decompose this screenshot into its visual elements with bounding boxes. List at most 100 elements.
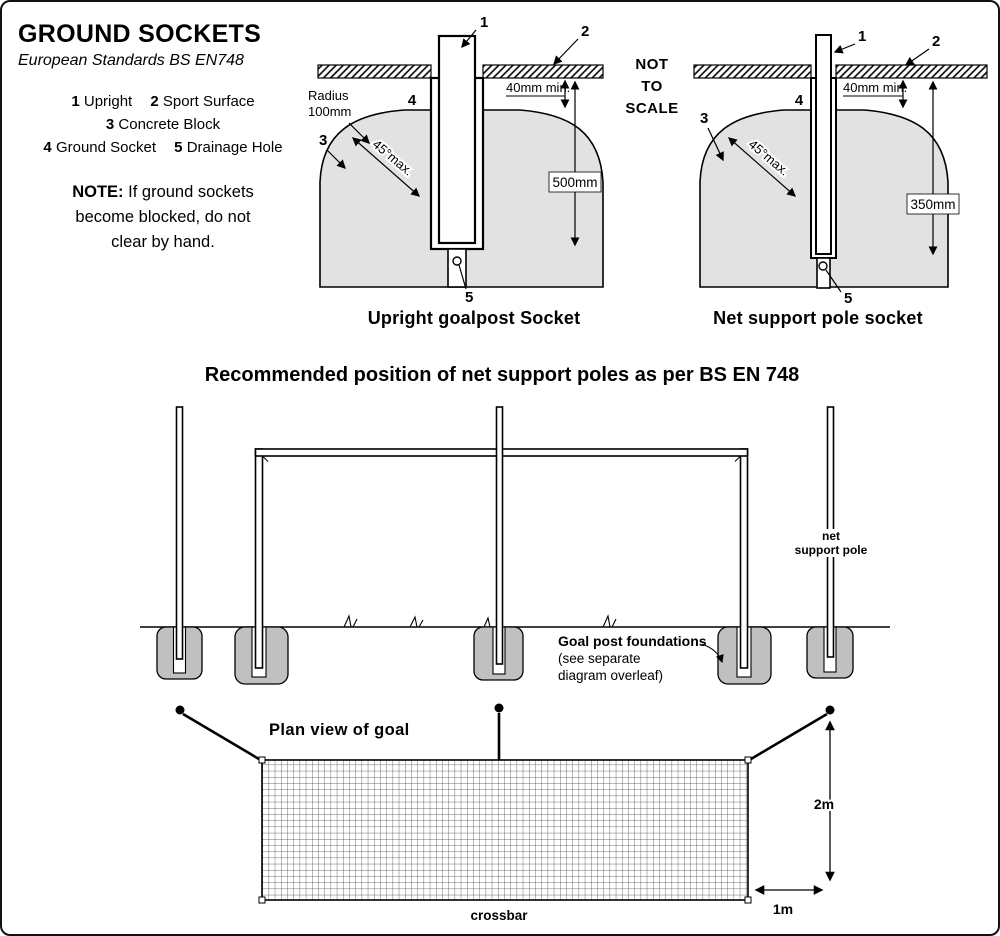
leader-line [707, 127, 724, 162]
corner-gusset [262, 455, 269, 462]
drainage-hole [447, 248, 467, 288]
callout-5: 5 [844, 290, 852, 307]
foundations-label-line: diagram overleaf) [558, 668, 664, 683]
net-corner-mark [744, 756, 752, 764]
foundations-label-title: Goal post foundations [558, 633, 707, 649]
leader-line [553, 38, 579, 65]
foundations-leader [701, 643, 724, 664]
legend-num: 5 [174, 139, 183, 156]
crossbar-label: crossbar [470, 908, 528, 923]
net-socket-diagram: 1 2 3 45°max. 4 40mm min. 350mm 5 Net su… [693, 28, 988, 328]
callout-3: 3 [319, 132, 327, 149]
depth-dim-label: 500mm [552, 175, 597, 190]
legend-row: 1 Upright 2 Sport Surface [18, 90, 308, 113]
surface-dim-label: 40mm min. [843, 80, 907, 95]
legend-label: Concrete Block [118, 116, 221, 133]
net [261, 759, 749, 901]
pole-dot-center [494, 703, 504, 713]
legend-label: Sport Surface [162, 93, 255, 110]
not-to-scale-line: TO [641, 78, 663, 95]
not-to-scale-line: NOT [635, 56, 669, 73]
net-stay-left [182, 712, 265, 764]
grass-tufts [343, 614, 617, 628]
callout-2: 2 [581, 23, 589, 40]
foundations-label-line: (see separate [558, 651, 641, 666]
page-subtitle: European Standards BS EN748 [18, 52, 244, 69]
leader-line [825, 269, 842, 293]
net-support-pole-center [495, 406, 504, 665]
sport-surface-right [482, 64, 604, 79]
callout-4: 4 [408, 92, 417, 109]
legend-num: 3 [105, 116, 115, 133]
plan-view-diagram: 2m 1m crossbar [175, 703, 836, 923]
legend-row: 4 Ground Socket 5 Drainage Hole [18, 136, 308, 159]
net-corner-mark [744, 896, 752, 904]
not-to-scale-line: SCALE [625, 100, 679, 117]
leader-line [461, 29, 477, 49]
grass-tuft [409, 615, 424, 628]
plan-title: Plan view of goal [269, 721, 410, 739]
goalpost-right [739, 448, 749, 669]
callout-3: 3 [700, 110, 708, 127]
note: NOTE: If ground sockets become blocked, … [18, 180, 308, 255]
legend-label: Ground Socket [55, 139, 156, 156]
legend-num: 4 [43, 139, 52, 156]
net-support-pole-left [175, 406, 184, 660]
legend-label: Upright [83, 93, 133, 110]
elevation-title: Recommended position of net support pole… [204, 364, 800, 386]
callout-5: 5 [465, 289, 473, 306]
sport-surface-left [693, 64, 812, 79]
net-support-pole [815, 34, 832, 255]
leader-line [326, 149, 346, 169]
drainage-marker [452, 256, 462, 266]
callout-4: 4 [795, 92, 804, 109]
pole-dot-left [175, 705, 185, 715]
sport-surface-right [835, 64, 988, 79]
corner-gusset [734, 455, 741, 462]
sport-surface-left [317, 64, 432, 79]
page-title: GROUND SOCKETS [18, 20, 262, 48]
legend-num: 2 [150, 93, 159, 110]
note-text: If ground sockets [128, 183, 254, 201]
goalpost-left [254, 448, 264, 669]
legend-item-upright: 1 Upright [71, 93, 132, 110]
angle-arrow [351, 137, 421, 197]
legend-item-sport-surface: 2 Sport Surface [150, 93, 254, 110]
upright-post [437, 34, 477, 245]
legend-label: Drainage Hole [186, 139, 283, 156]
grass-tuft [343, 614, 358, 628]
angle-arrow [727, 137, 797, 197]
net-corner-mark [258, 896, 266, 904]
legend-item-concrete-block: 3 Concrete Block [106, 116, 220, 133]
pole-dot-right [825, 705, 835, 715]
note-label: NOTE: [72, 183, 124, 201]
note-line: clear by hand. [111, 233, 215, 251]
note-line: NOTE: If ground sockets [18, 180, 308, 205]
legend-row: 3 Concrete Block [18, 113, 308, 136]
legend-num: 1 [71, 93, 80, 110]
net-stay-right [745, 712, 828, 764]
legend-item-ground-socket: 4 Ground Socket [43, 139, 156, 156]
net-socket-caption: Net support pole socket [713, 308, 923, 328]
depth-dim-label: 350mm [910, 197, 955, 212]
pole-label-line: support pole [794, 543, 868, 557]
upright-socket-diagram: 1 2 Radius 100mm 3 45°max. 4 40mm min. 5… [308, 14, 604, 328]
surface-dim-label: 40mm min. [506, 80, 570, 95]
pole-label-line: net [822, 529, 840, 543]
legend-item-drainage-hole: 5 Drainage Hole [174, 139, 282, 156]
leader-line [833, 43, 856, 54]
plan-offset-label: 1m [773, 901, 793, 917]
callout-1: 1 [858, 28, 866, 45]
net-corner-mark [258, 756, 266, 764]
depth-dim-box [548, 171, 602, 193]
note-line: become blocked, do not [75, 208, 251, 226]
drainage-marker [818, 261, 828, 271]
legend-list: 1 Upright 2 Sport Surface 3 Concrete Blo… [18, 90, 308, 159]
net-support-pole-label: net support pole [785, 529, 877, 557]
radius-label-2: 100mm [308, 104, 351, 119]
callout-2: 2 [932, 33, 940, 50]
grass-tuft [483, 616, 491, 628]
leader-line [904, 48, 930, 66]
depth-dim-box [906, 193, 960, 215]
